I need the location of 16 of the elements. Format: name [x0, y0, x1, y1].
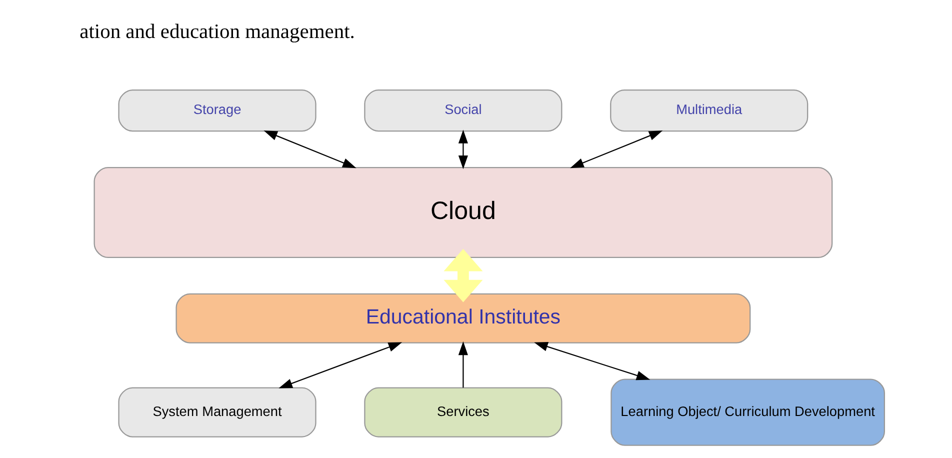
node-box: Educational Institutes	[176, 293, 751, 344]
node-box: Cloud	[94, 166, 833, 258]
node-box: Multimedia	[610, 90, 808, 132]
node-box: Services	[364, 387, 562, 438]
arrow	[264, 130, 356, 168]
node-box: Learning Object/ Curriculum Development	[610, 378, 886, 446]
node-box: Storage	[118, 90, 316, 132]
node-box: System Management	[118, 387, 316, 438]
arrow	[570, 130, 663, 168]
arrow	[458, 341, 468, 388]
arrow	[444, 248, 483, 302]
node-box: Social	[364, 90, 562, 132]
label: ation and education management.	[80, 21, 355, 44]
arrow	[458, 130, 468, 170]
arrow	[278, 342, 402, 388]
arrow	[534, 342, 650, 380]
